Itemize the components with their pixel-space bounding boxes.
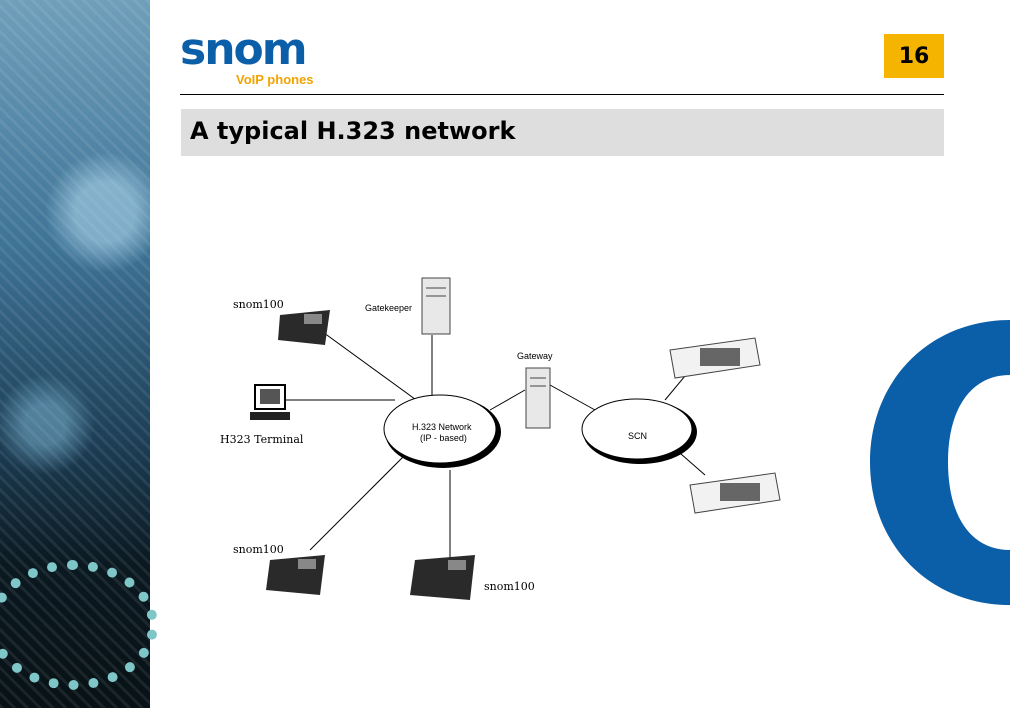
h323-terminal-icon <box>250 384 290 420</box>
gateway-server-icon <box>525 367 551 429</box>
h323-network-cloud: H.323 Network (IP - based) <box>383 394 501 468</box>
page-number: 16 <box>884 34 944 78</box>
gatekeeper-label: Gatekeeper <box>365 303 412 313</box>
snom-phone-bottom-left-icon <box>266 555 325 595</box>
gateway-label: Gateway <box>517 351 553 361</box>
analog-phone-top-icon <box>669 337 761 379</box>
snom-bottom-left-label: snom100 <box>233 543 284 556</box>
brand-arc-shape <box>870 320 1010 605</box>
phone-cord-coil <box>0 560 158 690</box>
scn-cloud: SCN <box>581 398 697 464</box>
h323-terminal-label: H323 Terminal <box>220 433 304 446</box>
scn-label: SCN <box>628 431 647 441</box>
snom-phone-top-icon <box>278 310 330 345</box>
snom-top-label: snom100 <box>233 298 284 311</box>
h323-cloud-label-2: (IP - based) <box>420 433 467 443</box>
h323-cloud-label-1: H.323 Network <box>412 422 472 432</box>
logo-wordmark: snom <box>180 24 308 75</box>
snom-logo: snom VoIP phones <box>180 24 340 92</box>
snom-phone-bottom-center-icon <box>410 555 475 600</box>
title-bar: A typical H.323 network <box>181 109 944 156</box>
snom-bottom-center-label: snom100 <box>484 580 535 593</box>
analog-phone-bottom-icon <box>689 472 781 514</box>
gatekeeper-server-icon <box>421 277 451 335</box>
header-divider <box>180 94 944 95</box>
logo-tagline: VoIP phones <box>236 72 314 87</box>
side-photo-panel <box>0 0 158 708</box>
network-diagram: H.323 Network (IP - based) SCN Gatekeepe… <box>220 277 781 600</box>
slide-title: A typical H.323 network <box>190 117 516 145</box>
